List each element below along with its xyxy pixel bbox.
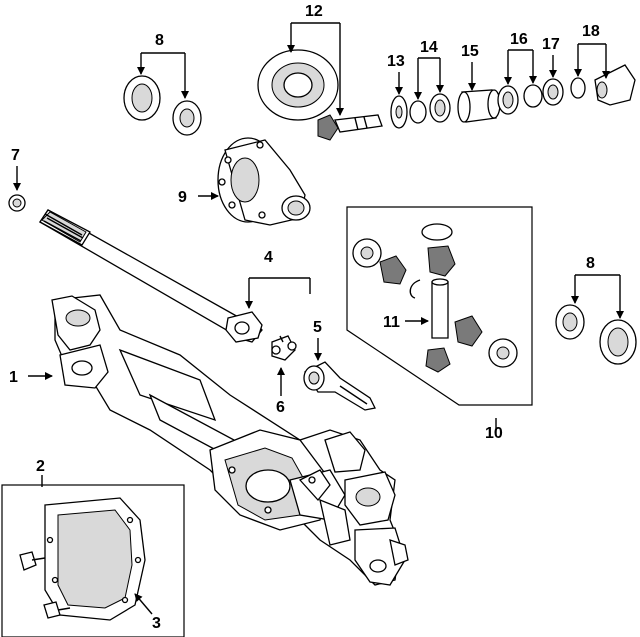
axle-shaft [39, 209, 263, 343]
callout-14: 14 [420, 39, 438, 56]
callout-labels: 1 2 3 4 5 6 7 8 8 9 10 11 12 13 14 15 16… [9, 3, 600, 632]
callout-3: 3 [152, 615, 161, 632]
ring-and-pinion [257, 49, 383, 141]
cover-kit [1, 484, 185, 637]
callout-8-right: 8 [586, 255, 595, 272]
pinion-shim [390, 95, 408, 129]
u-joint [271, 335, 297, 361]
callout-4: 4 [264, 249, 273, 266]
pinion-seal [542, 78, 564, 106]
axle-seal [8, 194, 26, 212]
callout-7: 7 [11, 147, 20, 164]
callout-17: 17 [542, 36, 560, 53]
callout-12: 12 [305, 3, 323, 20]
differential-case [217, 137, 311, 226]
pinion-yoke [570, 64, 636, 106]
callout-10: 10 [485, 425, 503, 442]
callout-2: 2 [36, 458, 45, 475]
pinion-inner-bearing [409, 93, 451, 124]
callout-6: 6 [276, 399, 285, 416]
callout-8-top: 8 [155, 32, 164, 49]
callout-13: 13 [387, 53, 405, 70]
collapsible-spacer [457, 89, 501, 123]
inner-axle-shaft [303, 361, 376, 411]
callout-9: 9 [178, 189, 187, 206]
callout-15: 15 [461, 43, 479, 60]
callout-16: 16 [510, 31, 528, 48]
callout-1: 1 [9, 369, 18, 386]
callout-11: 11 [383, 314, 400, 331]
carrier-bearing-right [555, 304, 637, 365]
callout-leaders [13, 22, 624, 615]
pinion-outer-bearing [497, 84, 543, 115]
callout-18: 18 [582, 23, 600, 40]
callout-5: 5 [313, 319, 322, 336]
carrier-bearing-left [123, 75, 202, 136]
axle-housing [51, 294, 409, 586]
differential-gear-kit [346, 206, 533, 406]
